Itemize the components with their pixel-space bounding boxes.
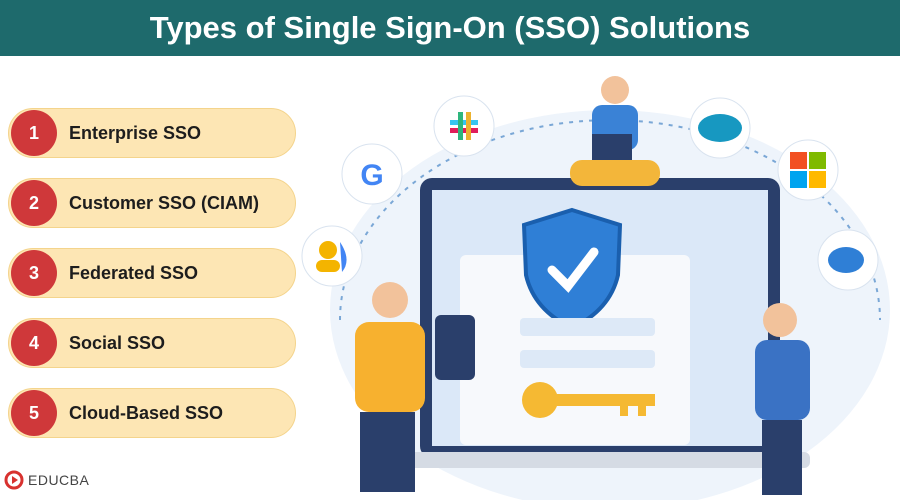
number-badge: 4	[11, 320, 57, 366]
list-item: 5 Cloud-Based SSO	[8, 388, 296, 438]
user-icon	[301, 225, 363, 287]
person-tablet-icon	[355, 282, 475, 492]
item-label: Enterprise SSO	[69, 122, 202, 143]
list-item: 2 Customer SSO (CIAM)	[8, 178, 296, 228]
number-badge: 5	[11, 390, 57, 436]
list-item: 1 Enterprise SSO	[8, 108, 296, 158]
item-label: Federated SSO	[69, 262, 199, 283]
number-badge: 2	[11, 180, 57, 226]
page-title: Types of Single Sign-On (SSO) Solutions	[0, 0, 900, 56]
google-icon: G	[341, 143, 403, 205]
person-woman-icon	[755, 303, 810, 495]
educba-logo-icon	[4, 470, 24, 490]
item-label: Customer SSO (CIAM)	[69, 192, 260, 213]
logo-text: EDUCBA	[28, 472, 90, 488]
sso-illustration: G	[301, 76, 890, 500]
person-laptop-icon	[570, 76, 660, 186]
educba-logo: EDUCBA	[4, 470, 89, 490]
salesforce-icon	[689, 97, 751, 159]
chat-icon	[817, 229, 879, 291]
number-badge: 1	[11, 110, 57, 156]
password-field	[520, 350, 655, 368]
microsoft-icon	[777, 139, 839, 201]
username-field	[520, 318, 655, 336]
key-icon	[522, 382, 655, 418]
list-item: 3 Federated SSO	[8, 248, 296, 298]
item-label: Cloud-Based SSO	[69, 402, 224, 423]
item-label: Social SSO	[69, 332, 166, 353]
svg-text:G: G	[360, 159, 383, 192]
slack-icon	[433, 95, 495, 157]
list-item: 4 Social SSO	[8, 318, 296, 368]
number-badge: 3	[11, 250, 57, 296]
